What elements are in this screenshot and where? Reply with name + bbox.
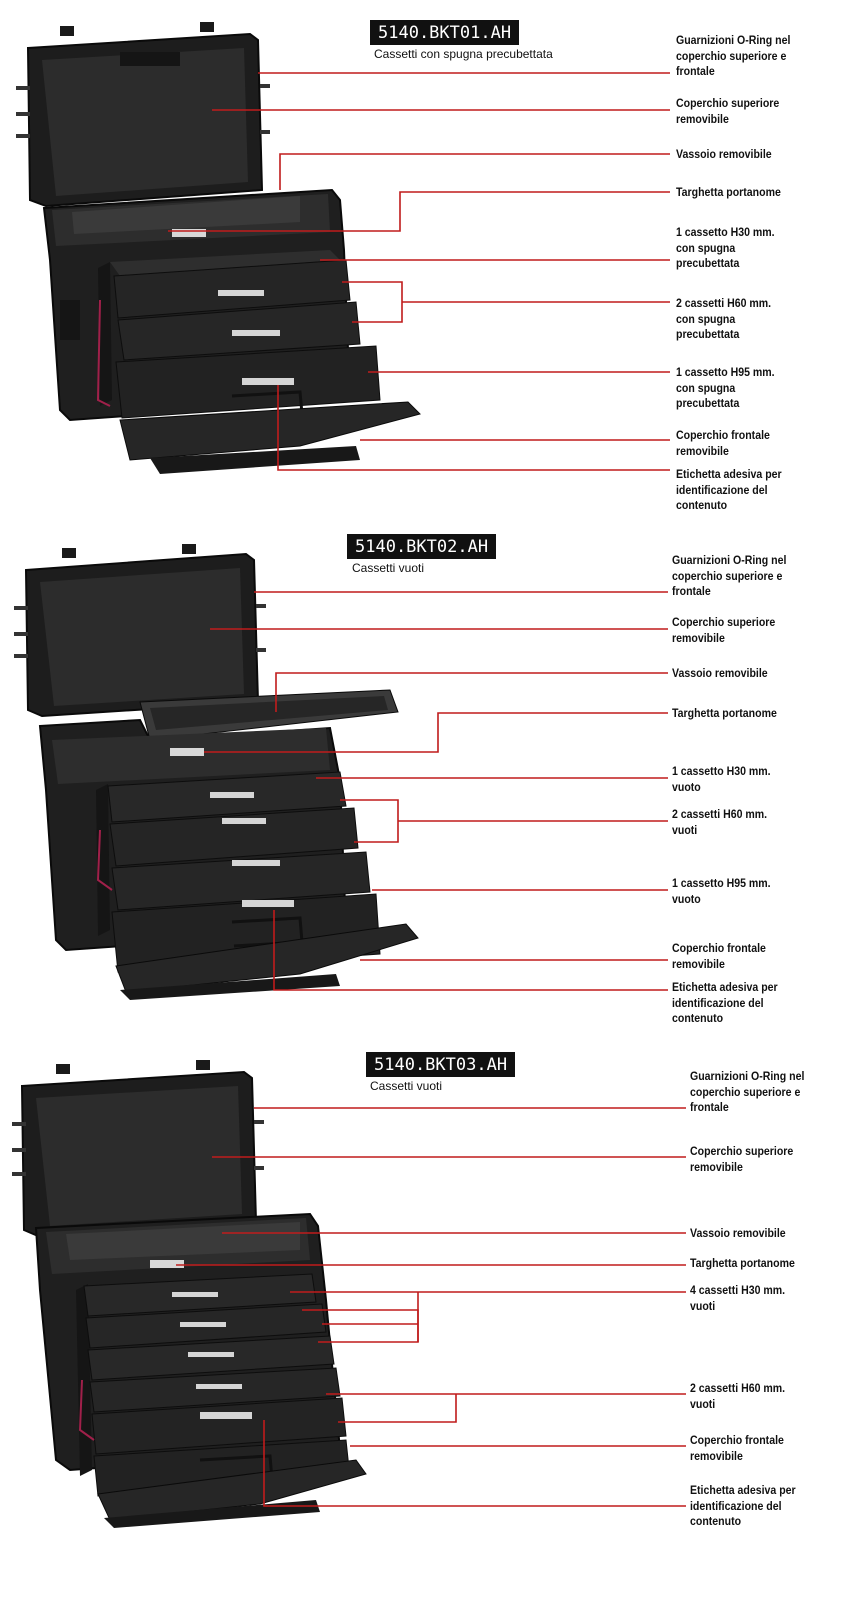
case-illustration-bkt01 xyxy=(16,22,670,474)
product-code-label: 5140.BKT02.AH xyxy=(347,534,497,559)
leader-lines xyxy=(176,1107,686,1507)
removable-tray xyxy=(139,689,399,741)
callout-name-plate: Targhetta portanome xyxy=(690,1256,795,1270)
product-section-bkt01: 5140.BKT01.AH Cassetti con spugna precub… xyxy=(0,0,852,530)
callout-front-lid: Coperchio frontale removibile xyxy=(676,428,770,458)
callout-front-lid: Coperchio frontale removibile xyxy=(690,1433,784,1463)
leader-lines xyxy=(204,591,668,991)
callout-name-plate: Targhetta portanome xyxy=(672,706,777,720)
top-lid xyxy=(12,1060,264,1238)
top-lid xyxy=(16,22,270,208)
product-code-label: 5140.BKT03.AH xyxy=(366,1052,516,1077)
top-lid xyxy=(14,544,266,718)
front-lid xyxy=(60,300,421,474)
callout-top-lid: Coperchio superiore removibile xyxy=(672,615,776,645)
callout-drawer-h95: 1 cassetto H95 mm. con spugna precubetta… xyxy=(676,365,775,410)
callout-name-plate: Targhetta portanome xyxy=(676,185,781,199)
callout-top-lid: Coperchio superiore removibile xyxy=(676,96,780,126)
product-section-bkt02: 5140.BKT02.AH Cassetti vuoti Guarnizioni… xyxy=(0,530,852,1050)
callout-drawers-h60: 2 cassetti H60 mm. vuoti xyxy=(672,807,768,837)
callout-tray: Vassoio removibile xyxy=(676,147,772,161)
callout-o-ring: Guarnizioni O-Ring nel coperchio superio… xyxy=(676,33,791,78)
product-section-bkt03: 5140.BKT03.AH Cassetti vuoti Guarnizioni… xyxy=(0,1050,852,1600)
product-code-label: 5140.BKT01.AH xyxy=(370,20,520,45)
callout-drawers-h30: 4 cassetti H30 mm. vuoti xyxy=(690,1283,786,1313)
callout-label-sticker: Etichetta adesiva per identificazione de… xyxy=(676,467,782,512)
case-illustration-bkt03 xyxy=(12,1060,686,1528)
callout-front-lid: Coperchio frontale removibile xyxy=(672,941,766,971)
callout-drawer-h30: 1 cassetto H30 mm. vuoto xyxy=(672,764,771,794)
callout-label-sticker: Etichetta adesiva per identificazione de… xyxy=(672,980,778,1025)
callout-drawers-h60: 2 cassetti H60 mm. vuoti xyxy=(690,1381,786,1411)
callout-o-ring: Guarnizioni O-Ring nel coperchio superio… xyxy=(672,553,787,598)
callout-drawers-h60: 2 cassetti H60 mm. con spugna precubetta… xyxy=(676,296,772,341)
leader-lines xyxy=(168,72,670,471)
drawers xyxy=(96,771,381,973)
product-subtitle: Cassetti vuoti xyxy=(370,1079,443,1093)
callout-label-sticker: Etichetta adesiva per identificazione de… xyxy=(690,1483,796,1528)
callout-tray: Vassoio removibile xyxy=(690,1226,786,1240)
callout-tray: Vassoio removibile xyxy=(672,666,768,680)
callout-o-ring: Guarnizioni O-Ring nel coperchio superio… xyxy=(690,1069,805,1114)
front-lid xyxy=(115,923,419,1000)
callout-top-lid: Coperchio superiore removibile xyxy=(690,1144,794,1174)
product-subtitle: Cassetti con spugna precubettata xyxy=(374,47,553,61)
product-subtitle: Cassetti vuoti xyxy=(352,561,425,575)
front-lid xyxy=(97,1459,367,1528)
callout-drawer-h95: 1 cassetto H95 mm. vuoto xyxy=(672,876,771,906)
drawers xyxy=(96,250,381,420)
case-illustration-bkt02 xyxy=(14,544,668,1000)
callout-drawer-h30: 1 cassetto H30 mm. con spugna precubetta… xyxy=(676,225,775,270)
drawers xyxy=(78,1273,351,1497)
